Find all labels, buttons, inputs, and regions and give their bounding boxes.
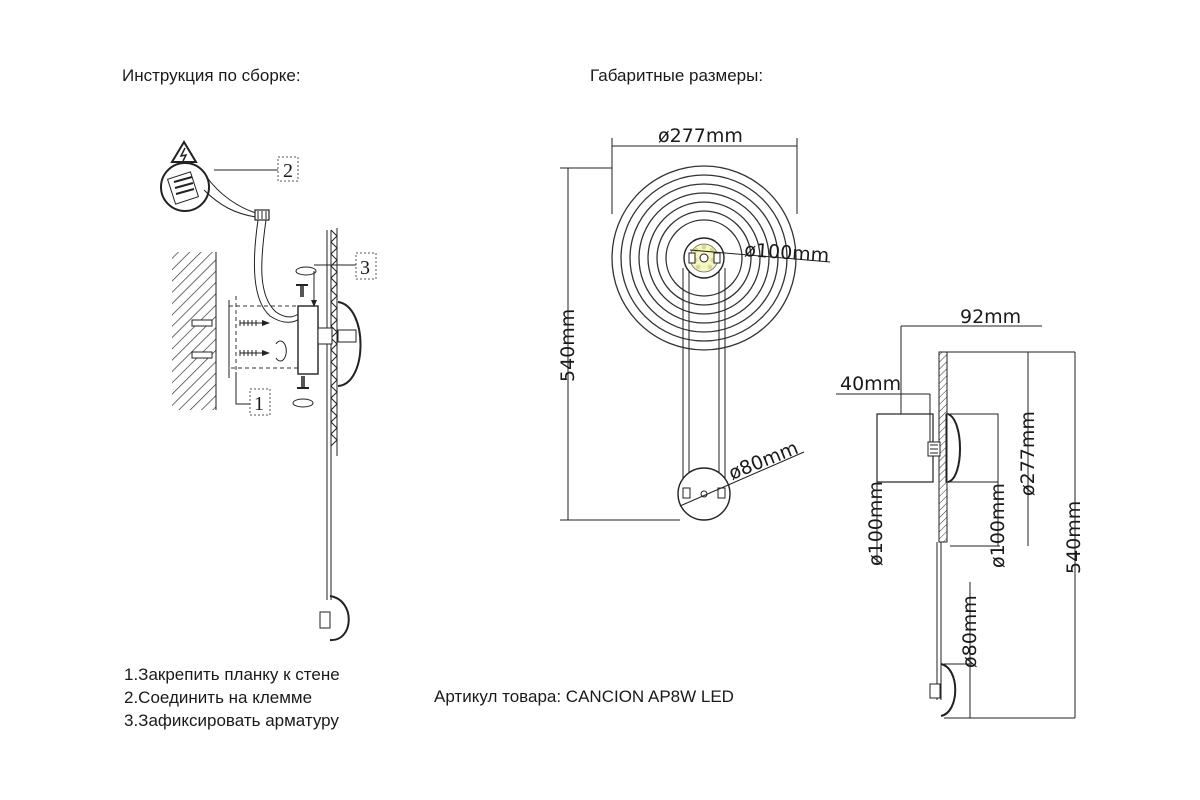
side-dim-277: ø277mm: [1017, 411, 1039, 496]
assembly-heading: Инструкция по сборке:: [122, 66, 301, 85]
step-2: 2.Соединить на клемме: [124, 688, 313, 707]
ring: [647, 201, 761, 315]
side-dim-100-left: ø100mm: [865, 481, 887, 566]
side-dim-40: 40mm: [840, 373, 901, 395]
mounting-plate: [228, 305, 300, 369]
rotate-arrow-icon: [275, 340, 287, 362]
terminal-block-icon: [160, 162, 257, 218]
screw-icon: [191, 319, 270, 359]
front-dim-277: ø277mm: [658, 125, 743, 147]
front-dim-540: 540mm: [557, 309, 579, 382]
assembly-diagram: 2: [160, 140, 377, 642]
step-3: 3.Зафиксировать арматуру: [124, 711, 339, 730]
dimensions-heading: Габаритные размеры:: [590, 66, 764, 85]
ring: [638, 192, 770, 324]
ring: [611, 165, 797, 351]
side-dim-540: 540mm: [1063, 501, 1085, 574]
step-1: 1.Закрепить планку к стене: [124, 665, 340, 684]
wall-section: [172, 252, 216, 410]
front-view: ø277mm ø100mm ø80mm 540mm: [557, 125, 831, 521]
ring: [665, 219, 743, 297]
ring: [656, 210, 752, 306]
callout-1: 1: [254, 393, 264, 415]
side-dim-100-mid: ø100mm: [987, 483, 1009, 568]
center-disc: [337, 301, 362, 387]
side-dim-80: ø80mm: [959, 595, 981, 668]
assembly-steps: 1.Закрепить планку к стене 2.Соединить н…: [124, 663, 340, 732]
small-disc: [329, 595, 350, 642]
callout-2: 2: [283, 160, 293, 182]
side-dim-92: 92mm: [960, 306, 1021, 328]
front-dim-80: ø80mm: [726, 437, 802, 485]
side-view: 92mm 40mm ø100mm ø100mm ø277mm 540mm ø80…: [836, 306, 1085, 719]
front-dim-100: ø100mm: [744, 239, 830, 267]
concentric-rings: [611, 165, 797, 351]
callout-3: 3: [360, 257, 370, 279]
warning-triangle-icon: [170, 140, 198, 163]
article-number: Артикул товара: CANCION AP8W LED: [434, 687, 734, 706]
lamp-housing: [297, 305, 319, 375]
